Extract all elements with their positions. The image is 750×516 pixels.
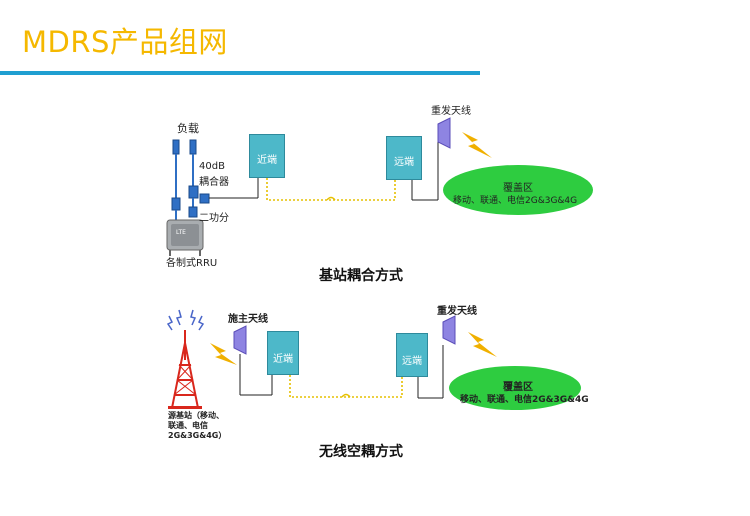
source-tower-icon: [168, 330, 202, 409]
splitter-label: 二功分: [199, 213, 229, 224]
load-label: 负载: [177, 122, 199, 135]
over-air-signal-icon: [210, 343, 237, 365]
coverage-area: [443, 165, 593, 215]
near-end-unit: 近端: [249, 134, 285, 178]
retransmit-antenna-icon: [437, 117, 451, 149]
rru-chip-text: LTE: [176, 229, 186, 236]
coverage-area-2: [449, 366, 581, 410]
coupler-label-line1: 40dB: [199, 161, 225, 172]
page-title: MDRS产品组网: [22, 25, 228, 59]
source-station-label-line1: 源基站（移动、: [168, 411, 224, 420]
rru-device-icon: [166, 219, 204, 256]
fiber-link-2: [289, 375, 403, 398]
signal-icon: [462, 132, 492, 158]
remote-end-unit-2: 远端: [396, 333, 428, 377]
signal-icon-2: [468, 332, 497, 357]
coverage-title: 覆盖区: [503, 183, 533, 194]
donor-antenna-icon: [233, 325, 247, 355]
coverage-detail-2: 移动、联通、电信2G&3G&4G: [460, 395, 589, 405]
donor-antenna-label: 施主天线: [228, 314, 268, 325]
retransmit-antenna-label-2: 重发天线: [437, 306, 477, 317]
tower-signal-icon: [166, 309, 205, 331]
remote-end-unit: 远端: [386, 136, 422, 180]
source-station-label-line3: 2G&3G&4G）: [168, 431, 227, 440]
coverage-title-2: 覆盖区: [503, 382, 533, 393]
retransmit-antenna-icon-2: [442, 315, 456, 345]
caption-wireless-coupling: 无线空耦方式: [319, 444, 403, 460]
wireless-coupling-diagram: [166, 309, 581, 410]
title-divider: [0, 71, 480, 75]
retransmit-antenna-label: 重发天线: [431, 106, 471, 117]
coverage-detail: 移动、联通、电信2G&3G&4G: [453, 196, 578, 206]
fiber-link: [266, 178, 396, 201]
caption-base-station-coupling: 基站耦合方式: [319, 268, 403, 284]
rru-label: 各制式RRU: [166, 258, 218, 269]
splitter-icon: [171, 197, 198, 222]
near-end-unit-2: 近端: [267, 331, 299, 375]
coupler-label-line2: 耦合器: [199, 177, 229, 188]
load-icon: [172, 139, 197, 200]
base-station-coupling-diagram: [166, 117, 593, 256]
source-station-label-line2: 联通、电信: [168, 421, 208, 430]
